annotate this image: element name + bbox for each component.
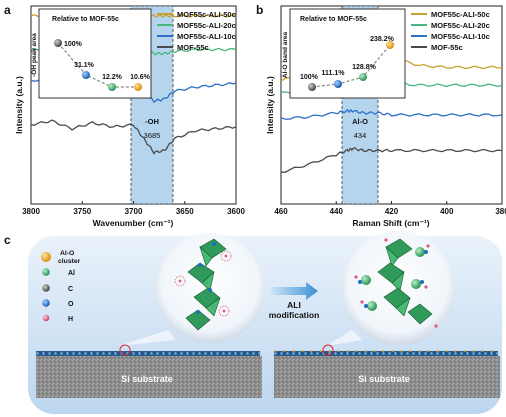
x-tick-label: 3600	[227, 207, 245, 216]
panel-b-inset-title: Relative to MOF-55c	[300, 16, 367, 23]
left-si-substrate	[36, 356, 262, 398]
x-tick-label: 460	[274, 207, 288, 216]
panel-b-inset-point-ali20	[359, 73, 367, 81]
oh-band-highlight	[130, 5, 174, 205]
left-zoom-marker	[119, 344, 131, 356]
series-line-mof-55c	[281, 146, 503, 173]
panel-a-legend: MOF55c-ALI-50cMOF55c-ALI-20cMOF55c-ALI-1…	[157, 10, 236, 52]
panel-a-x-axis-label: Wavenumber (cm⁻¹)	[93, 218, 174, 228]
panel-b-y-axis-label: Intensity (a.u.)	[265, 76, 275, 134]
legend-label: MOF55c-ALI-10c	[177, 32, 236, 41]
panel-b-legend: MOF55c-ALI-50cMOF55c-ALI-20cMOF55c-ALI-1…	[411, 10, 490, 52]
panel-a-chart: -OH 3685 3800 3750 3700 3650 3600 Wavenumber…	[14, 5, 245, 228]
panel-a-inset-value-2: 31.1%	[74, 62, 95, 69]
series-line-mof-55c	[30, 119, 237, 155]
panel-b-inset-y-label: Al-O band area	[282, 31, 289, 78]
alo-band-label: Al-O	[352, 117, 368, 126]
panel-a-inset-frame	[38, 8, 152, 99]
panel-b-inset-value-2: 111.1%	[322, 70, 346, 77]
legend-h: H	[68, 316, 73, 323]
al-atom-icon	[42, 268, 50, 276]
arrow-label-modification: modification	[269, 310, 320, 320]
c-atom-icon	[42, 284, 50, 292]
x-tick-label: 420	[385, 207, 399, 216]
x-tick-label: 380	[495, 207, 506, 216]
panel-b-inset-value-1: 100%	[300, 74, 319, 81]
legend-label: MOF55c-ALI-10c	[431, 32, 490, 41]
left-zoom-cone	[118, 330, 176, 346]
panel-a-inset-point-mof55c	[54, 39, 62, 47]
panel-label-c: c	[4, 233, 11, 247]
left-mof-chain	[174, 238, 232, 331]
panel-a-y-axis-label: Intensity (a.u.)	[14, 76, 24, 134]
x-tick-label: 3650	[176, 207, 194, 216]
oh-band-label: -OH	[145, 117, 159, 126]
right-substrate-stack: Si substrate	[274, 344, 500, 398]
alo-band-value: 434	[354, 131, 367, 140]
panel-b-inset-point-mof55c	[308, 83, 316, 91]
panel-b-chart: Al-O 434 460 440 420 400 380 Raman Shift (cm…	[265, 5, 506, 228]
al-o-cluster-icon	[41, 252, 51, 262]
legend-c: C	[68, 286, 73, 293]
h-atom-icon	[42, 314, 50, 322]
right-zoom-cone	[326, 330, 362, 346]
right-mof-chain	[354, 238, 438, 328]
legend-label: MOF-55c	[177, 43, 209, 52]
panel-label-b: b	[256, 3, 263, 17]
right-si-substrate	[274, 356, 500, 398]
panel-a-inset-title: Relative to MOF-55c	[52, 16, 119, 23]
left-substrate-label: Si substrate	[121, 374, 173, 384]
x-tick-label: 400	[440, 207, 454, 216]
legend-label: MOF55c-ALI-50c	[431, 10, 490, 19]
panel-label-a: a	[4, 3, 11, 17]
legend-o: O	[68, 301, 74, 308]
o-atom-icon	[42, 299, 50, 307]
panel-a-inset-point-ali20	[108, 83, 116, 91]
panel-b-inset-value-3: 128.8%	[352, 64, 377, 71]
oh-band-value: 3685	[144, 131, 161, 140]
panel-b-inset-point-ali50	[386, 41, 394, 49]
ali-modification-arrow	[271, 282, 318, 300]
x-tick-label: 3700	[125, 207, 143, 216]
panel-a-inset: Relative to MOF-55c -OH peak area 100% 3…	[31, 8, 152, 99]
legend-al: Al	[68, 270, 75, 277]
panel-b-inset: Relative to MOF-55c Al-O band area 100% …	[282, 8, 406, 99]
legend-label: MOF-55c	[431, 43, 463, 52]
panel-b-x-axis-label: Raman Shift (cm⁻¹)	[352, 218, 429, 228]
x-tick-label: 3750	[73, 207, 91, 216]
panel-a-inset-value-4: 10.6%	[130, 74, 151, 81]
panel-a-x-ticks: 3800 3750 3700 3650 3600	[22, 201, 245, 216]
panel-a-inset-trend-line	[57, 42, 138, 88]
panel-b-x-ticks: 460 440 420 400 380	[274, 201, 506, 216]
left-substrate-stack: Si substrate	[36, 344, 262, 398]
legend-label: MOF55c-ALI-20c	[177, 21, 236, 30]
right-substrate-label: Si substrate	[358, 374, 410, 384]
x-tick-label: 440	[330, 207, 344, 216]
arrow-label-ali: ALI	[287, 300, 301, 310]
panel-b-inset-value-4: 238.2%	[370, 36, 395, 43]
legend-label: MOF55c-ALI-50c	[177, 10, 236, 19]
panel-b-inset-frame	[289, 8, 406, 99]
panel-a-inset-value-3: 12.2%	[102, 74, 123, 81]
panel-b-inset-point-ali10	[334, 80, 342, 88]
right-zoom-marker	[322, 344, 334, 356]
legend-label: MOF55c-ALI-20c	[431, 21, 490, 30]
panel-a-inset-point-ali10	[82, 71, 90, 79]
panel-a-inset-y-label: -OH peak area	[31, 33, 38, 77]
panel-a-inset-point-ali50	[134, 83, 142, 91]
series-line-mof55c-ali-10c	[280, 108, 503, 120]
panel-a-inset-value-1: 100%	[64, 41, 83, 48]
x-tick-label: 3800	[22, 207, 40, 216]
